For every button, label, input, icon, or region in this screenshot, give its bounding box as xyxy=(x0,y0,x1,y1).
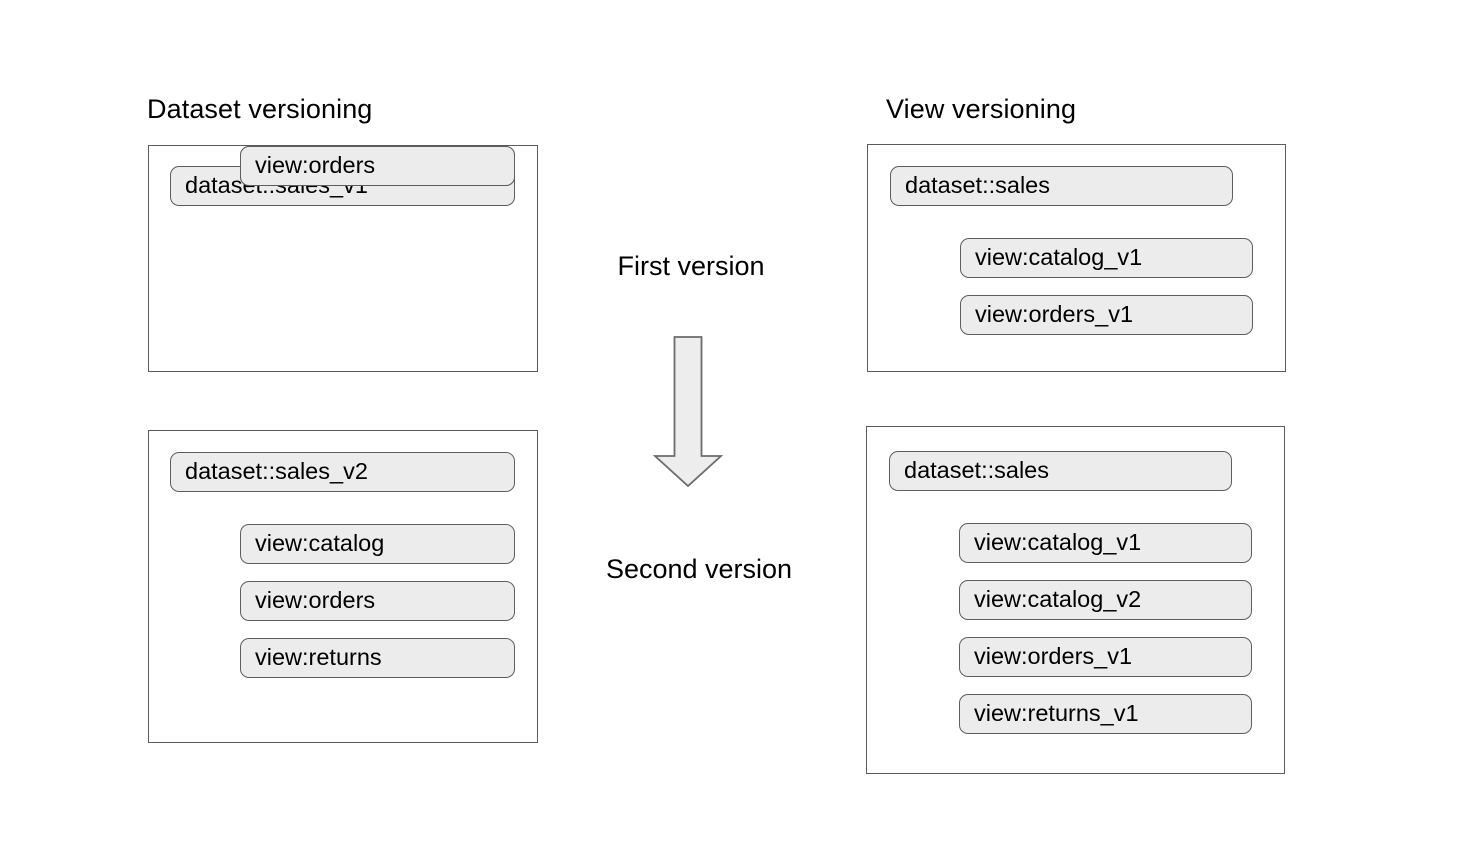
view-pill[interactable]: view:catalog xyxy=(240,524,515,564)
first-version-label: First version xyxy=(617,251,765,281)
view-pill[interactable]: view:catalog_v2 xyxy=(959,580,1252,620)
column-title-dataset-versioning: Dataset versioning xyxy=(147,94,373,124)
view-pill[interactable]: view:returns xyxy=(240,638,515,678)
column-title-view-versioning: View versioning xyxy=(886,94,1077,124)
view-pill[interactable]: view:catalog_v1 xyxy=(959,523,1252,563)
arrow-down-icon xyxy=(653,336,723,488)
dataset-version-group-v2: dataset::sales_v2 view:catalog view:orde… xyxy=(148,430,538,743)
view-pill[interactable]: view:orders_v1 xyxy=(959,637,1252,677)
view-pill[interactable]: view:orders xyxy=(240,581,515,621)
view-version-group-first: dataset::sales view:catalog_v1 view:orde… xyxy=(867,144,1286,372)
dataset-pill[interactable]: dataset::sales xyxy=(890,166,1233,206)
dataset-version-group-v1: dataset::sales_v1 view:catalog view:orde… xyxy=(148,145,538,372)
view-version-group-second: dataset::sales view:catalog_v1 view:cata… xyxy=(866,426,1285,774)
view-pill[interactable]: view:returns_v1 xyxy=(959,694,1252,734)
second-version-label: Second version xyxy=(605,554,793,584)
view-pill[interactable]: view:orders_v1 xyxy=(960,295,1253,335)
dataset-pill[interactable]: dataset::sales xyxy=(889,451,1232,491)
view-pill[interactable]: view:catalog_v1 xyxy=(960,238,1253,278)
dataset-pill[interactable]: dataset::sales_v2 xyxy=(170,452,515,492)
view-pill[interactable]: view:orders xyxy=(240,146,515,186)
